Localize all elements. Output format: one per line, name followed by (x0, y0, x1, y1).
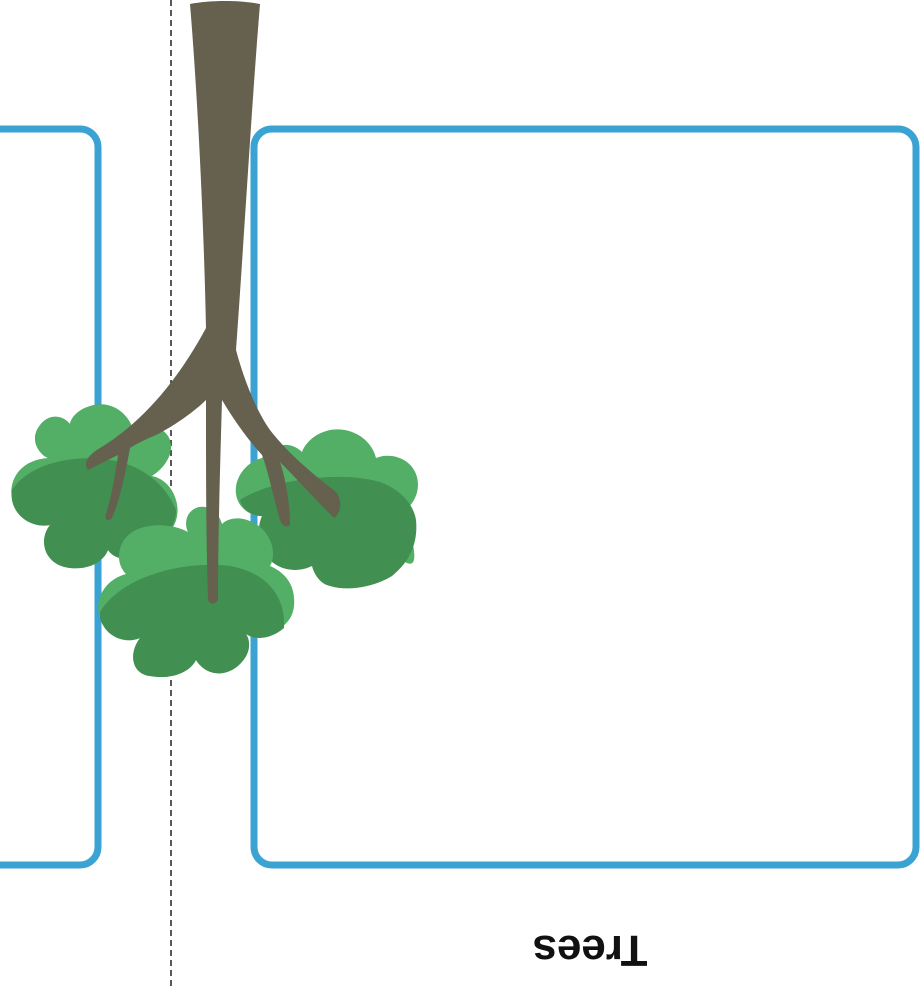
tree-icon (11, 1, 418, 678)
diagram-caption: Trees (532, 926, 648, 975)
tree-trunk (85, 1, 341, 604)
foliage-middle (98, 506, 295, 678)
